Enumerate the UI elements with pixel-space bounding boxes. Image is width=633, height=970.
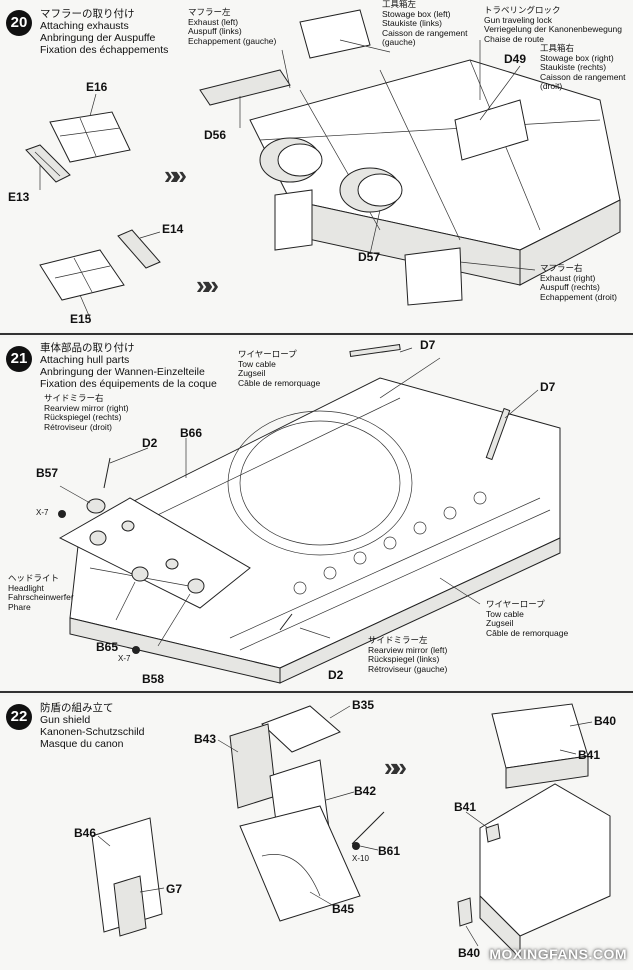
title-jp: 車体部品の取り付け — [40, 342, 135, 354]
part-x7: X-7 — [36, 508, 49, 517]
stowage-box-left-callout: 工具箱左 Stowage box (left) Staukiste (links… — [382, 0, 468, 48]
title-en: Attaching exhausts — [40, 20, 129, 32]
assembly-arrow-icon: »» — [384, 752, 407, 782]
part-b61: B61 — [378, 844, 401, 858]
title-en: Attaching hull parts — [40, 354, 130, 366]
mirror-left-callout: サイドミラー左 Rearview mirror (left) Rückspieg… — [368, 635, 448, 674]
mirror-right-callout: サイドミラー右 Rearview mirror (right) Rückspie… — [44, 393, 129, 432]
step-number: 22 — [6, 704, 32, 730]
title-jp: マフラーの取り付け — [40, 8, 135, 20]
part-e14: E14 — [162, 222, 184, 236]
exhaust-left-callout: マフラー左 Exhaust (left) Auspuff (links) Ech… — [188, 7, 277, 46]
title-de: Anbringung der Auspuffe — [40, 32, 156, 44]
stowage-box-right-callout: 工具箱右 Stowage box (right) Staukiste (rech… — [540, 43, 626, 92]
tow-cable-callout: ワイヤーロープ Tow cable Zugseil Câble de remor… — [486, 599, 569, 638]
step-number: 21 — [6, 346, 32, 372]
exhaust-right-callout: マフラー右 Exhaust (right) Auspuff (rechts) E… — [540, 263, 618, 302]
assembly-arrow-icon: »» — [196, 270, 219, 300]
part-x7: X-7 — [118, 654, 131, 663]
part-b66: B66 — [180, 426, 203, 440]
part-b40: B40 — [594, 714, 617, 728]
title-fr: Masque du canon — [40, 738, 124, 750]
part-d2: D2 — [142, 436, 158, 450]
step-20-panel: 20 マフラーの取り付け Attaching exhausts Anbringu… — [0, 0, 633, 332]
step-22-panel: 22 防盾の組み立て Gun shield Kanonen-Schutzschi… — [0, 696, 633, 970]
part-d2: D2 — [328, 668, 344, 682]
watermark: MOXINGFANS.COM — [489, 946, 627, 962]
part-b41: B41 — [454, 800, 477, 814]
part-e15: E15 — [70, 312, 92, 326]
title-fr: Fixation des équipements de la coque — [40, 378, 217, 390]
part-e13: E13 — [8, 190, 30, 204]
part-b40: B40 — [458, 946, 481, 960]
step-title: マフラーの取り付け Attaching exhausts Anbringung … — [40, 8, 168, 56]
assembly-arrow-icon: »» — [164, 160, 187, 190]
part-d7: D7 — [420, 338, 436, 352]
step-divider — [0, 691, 633, 693]
part-b43: B43 — [194, 732, 217, 746]
tow-cable-callout: ワイヤーロープ Tow cable Zugseil Câble de remor… — [238, 349, 321, 388]
step-number: 20 — [6, 10, 32, 36]
part-b57: B57 — [36, 466, 59, 480]
part-d49: D49 — [504, 52, 527, 66]
headlight-callout: ヘッドライト Headlight Fahrscheinwerfer Phare — [8, 573, 74, 612]
part-e16: E16 — [86, 80, 108, 94]
title-en: Gun shield — [40, 714, 91, 726]
part-b65: B65 — [96, 640, 119, 654]
title-de: Kanonen-Schutzschild — [40, 726, 145, 738]
step-21-panel: 21 車体部品の取り付け Attaching hull parts Anbrin… — [0, 338, 633, 690]
step-divider — [0, 333, 633, 335]
part-b45: B45 — [332, 902, 355, 916]
step-22-drawing — [91, 703, 611, 960]
title-de: Anbringung der Wannen-Einzelteile — [40, 366, 205, 378]
title-jp: 防盾の組み立て — [40, 702, 114, 714]
step-title: 防盾の組み立て Gun shield Kanonen-Schutzschild … — [40, 702, 144, 750]
step-title: 車体部品の取り付け Attaching hull parts Anbringun… — [40, 342, 217, 390]
part-b42: B42 — [354, 784, 377, 798]
part-g7: G7 — [166, 882, 183, 896]
part-d7: D7 — [540, 380, 556, 394]
part-b58: B58 — [142, 672, 165, 686]
part-d56: D56 — [204, 128, 227, 142]
gun-lock-callout: トラベリングロック Gun traveling lock Verriegelun… — [484, 5, 623, 44]
step-21-drawing — [58, 343, 561, 684]
part-x10: X-10 — [352, 854, 369, 863]
part-b35: B35 — [352, 698, 375, 712]
part-b46: B46 — [74, 826, 97, 840]
title-fr: Fixation des échappements — [40, 44, 169, 56]
part-d57: D57 — [358, 250, 381, 264]
part-b41: B41 — [578, 748, 601, 762]
step-20-drawing — [25, 9, 621, 319]
